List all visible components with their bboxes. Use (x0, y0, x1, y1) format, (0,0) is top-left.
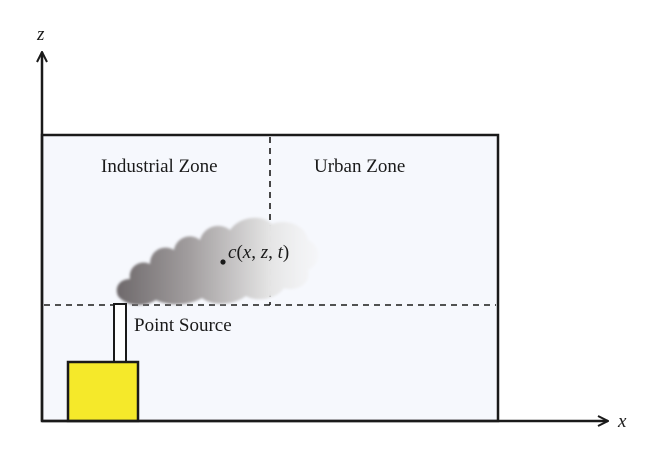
chimney (113, 303, 127, 365)
concentration-close: ) (283, 242, 289, 263)
concentration-label: c(x, z, t) (228, 242, 289, 263)
concentration-symbol: c (228, 242, 237, 263)
concentration-var-t: t (278, 242, 284, 263)
concentration-sep-1: , (251, 242, 261, 263)
industrial-zone-label: Industrial Zone (101, 156, 218, 177)
point-source-label: Point Source (134, 315, 232, 336)
concentration-var-x: x (242, 242, 252, 263)
concentration-var-z: z (260, 242, 269, 263)
concentration-open: ( (236, 242, 242, 263)
smoke-plume (116, 217, 319, 305)
concentration-sep-2: , (268, 242, 278, 263)
z-axis-label: z (36, 24, 45, 45)
concentration-point (220, 259, 226, 265)
factory-block (66, 360, 140, 423)
urban-zone-label: Urban Zone (314, 156, 405, 177)
x-axis-label: x (617, 411, 627, 432)
